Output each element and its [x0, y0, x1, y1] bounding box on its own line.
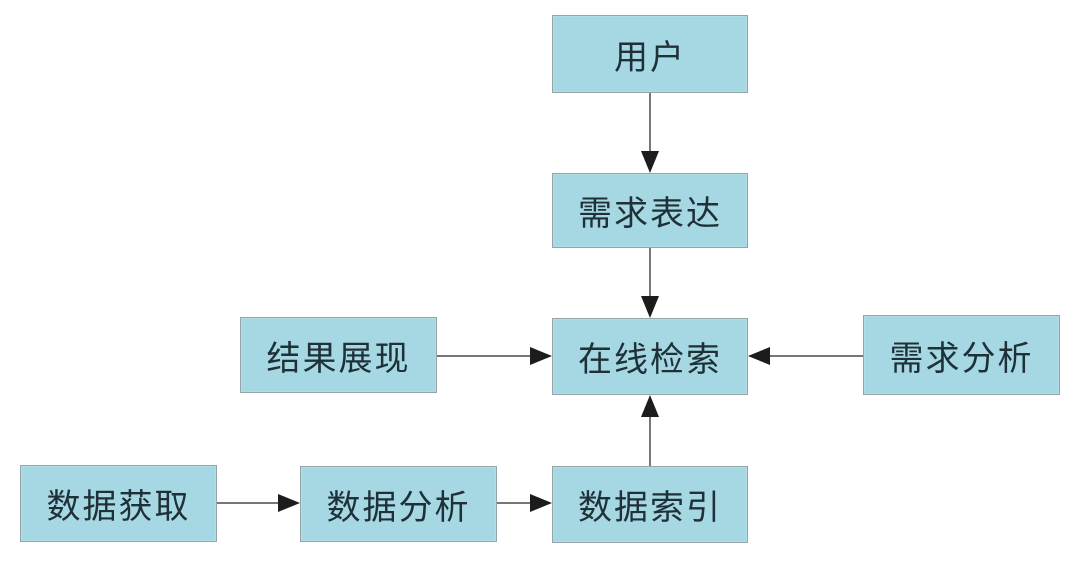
node-online-search: 在线检索: [552, 318, 748, 395]
arrow-requirement-analysis-to-online-search: [748, 347, 863, 365]
node-data-indexing: 数据索引: [552, 466, 748, 543]
node-requirement-expression: 需求表达: [552, 173, 748, 248]
node-requirement-analysis: 需求分析: [863, 315, 1060, 395]
arrow-data-acquisition-to-data-analysis: [217, 494, 300, 512]
arrow-requirement-expression-to-online-search: [641, 248, 659, 318]
node-user: 用户: [552, 15, 748, 93]
arrow-data-indexing-to-online-search: [641, 395, 659, 466]
arrow-user-to-requirement-expression: [641, 93, 659, 173]
node-data-analysis: 数据分析: [300, 466, 497, 542]
node-result-display: 结果展现: [240, 317, 437, 393]
arrow-data-analysis-to-data-indexing: [497, 494, 552, 512]
node-data-acquisition: 数据获取: [20, 465, 217, 542]
arrow-result-display-to-online-search: [437, 347, 552, 365]
